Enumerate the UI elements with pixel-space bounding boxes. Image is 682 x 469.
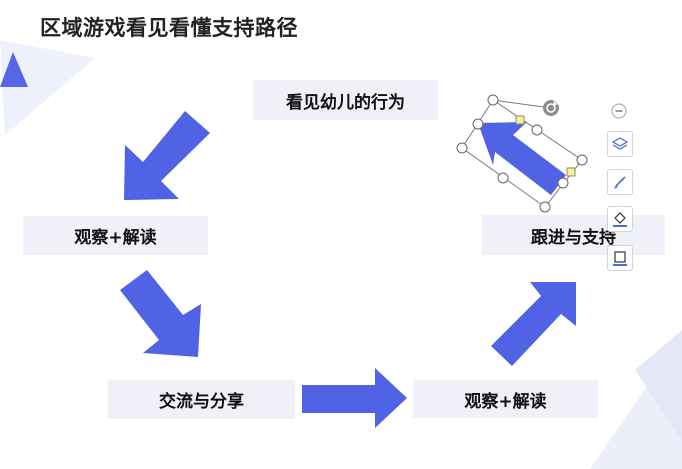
arrow-down-left[interactable] bbox=[124, 111, 210, 200]
fill-bucket-button[interactable] bbox=[607, 206, 633, 232]
resize-handle[interactable] bbox=[472, 118, 484, 130]
resize-handle[interactable] bbox=[531, 124, 543, 136]
resize-handle[interactable] bbox=[557, 177, 569, 189]
arrow-up-right[interactable] bbox=[491, 282, 576, 366]
decor-accent-triangle bbox=[0, 52, 28, 87]
arrow-down-right[interactable] bbox=[120, 270, 201, 357]
layers-button[interactable] bbox=[607, 131, 633, 157]
adjust-handle[interactable] bbox=[515, 115, 525, 125]
box-observe-interpret-bottom[interactable]: 观察+解读 bbox=[413, 380, 598, 418]
box-see-behavior[interactable]: 看见幼儿的行为 bbox=[253, 80, 438, 120]
arrow-up-left-selected[interactable] bbox=[478, 122, 566, 195]
decor-triangle-top-left bbox=[0, 40, 95, 135]
rotate-handle-icon[interactable] bbox=[543, 100, 559, 116]
resize-handle[interactable] bbox=[497, 172, 509, 184]
frame-button[interactable] bbox=[607, 245, 633, 271]
resize-handle[interactable] bbox=[576, 154, 588, 166]
decor-triangle-bottom-right-inner bbox=[635, 330, 682, 440]
box-follow-support[interactable]: 跟进与支持 bbox=[482, 215, 665, 255]
arrow-right[interactable] bbox=[302, 368, 407, 428]
page-title: 区域游戏看见看懂支持路径 bbox=[40, 16, 298, 40]
minus-circle-icon[interactable] bbox=[611, 103, 627, 119]
frame-icon bbox=[613, 251, 627, 266]
layers-icon bbox=[612, 137, 628, 150]
box-observe-interpret-left[interactable]: 观察+解读 bbox=[23, 216, 208, 255]
fill-bucket-icon bbox=[613, 212, 627, 227]
brush-button[interactable] bbox=[607, 169, 633, 195]
brush-icon bbox=[614, 176, 626, 189]
box-communicate-share[interactable]: 交流与分享 bbox=[108, 380, 295, 419]
resize-handle[interactable] bbox=[456, 142, 468, 154]
rotate-connector bbox=[492, 99, 552, 109]
resize-handle[interactable] bbox=[539, 201, 551, 213]
resize-handle[interactable] bbox=[487, 94, 499, 106]
adjust-handle[interactable] bbox=[566, 167, 576, 177]
